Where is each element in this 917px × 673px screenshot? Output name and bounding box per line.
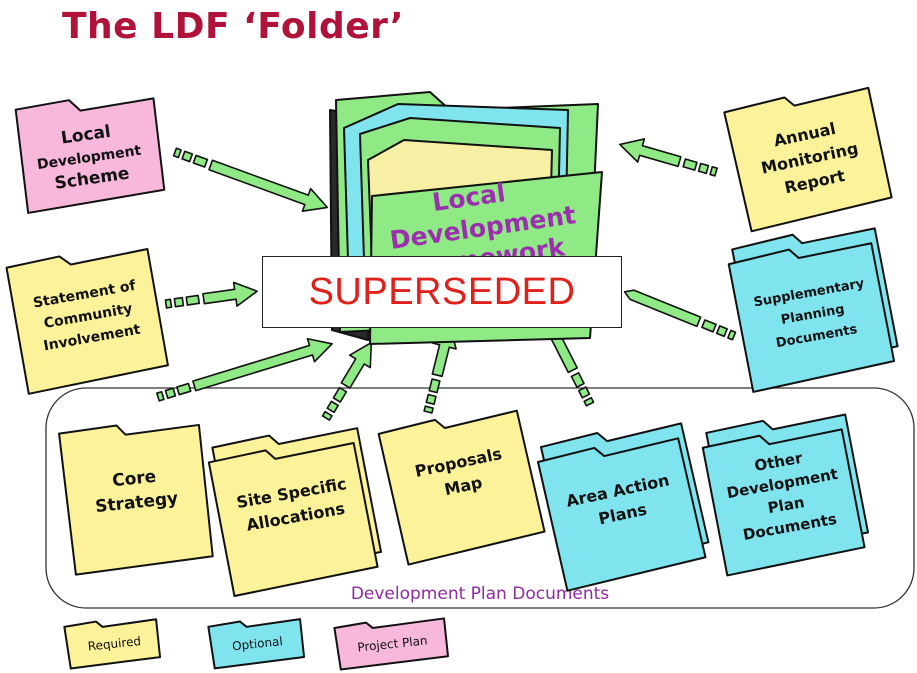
legend-required-label: Required [87,634,142,654]
core-line-1: Core [111,467,157,491]
folder-site-specific-allocations: Site Specific Allocations [207,427,383,598]
folder-supplementary-planning-documents: Supplementary Planning Documents [727,227,899,393]
folder-proposals-map: Proposals Map [377,409,546,566]
arrow-lds [172,147,329,212]
dpd-group-outline [45,387,915,609]
arrows [156,138,737,421]
legend-project-plan: Project Plan [333,617,450,671]
folder-annual-monitoring-report: Annual Monitoring Report [723,86,893,233]
arrow-ssa [321,341,373,421]
folder-area-action-plans: Area Action Plans [537,422,710,592]
legend: Required Optional Project Plan [63,617,450,671]
folder-core-strategy: Core Strategy [58,423,214,576]
superseded-stamp: SUPERSEDED [262,256,622,328]
dpd-group-label: Development Plan Documents [351,584,609,604]
folder-statement-community-involvement: Statement of Community Involvement [5,248,169,395]
folder-local-development-scheme: Local Development Scheme [14,97,166,214]
legend-optional-label: Optional [231,634,283,653]
page-title: The LDF ‘Folder’ [62,6,405,47]
folder-other-dpd: Other Development Plan Documents [701,413,870,577]
arrow-spd [623,289,737,341]
arrow-core [156,337,333,402]
legend-required: Required [63,618,162,670]
arrow-amr [619,138,718,177]
legend-optional: Optional [207,618,306,670]
arrow-sci [164,281,258,309]
